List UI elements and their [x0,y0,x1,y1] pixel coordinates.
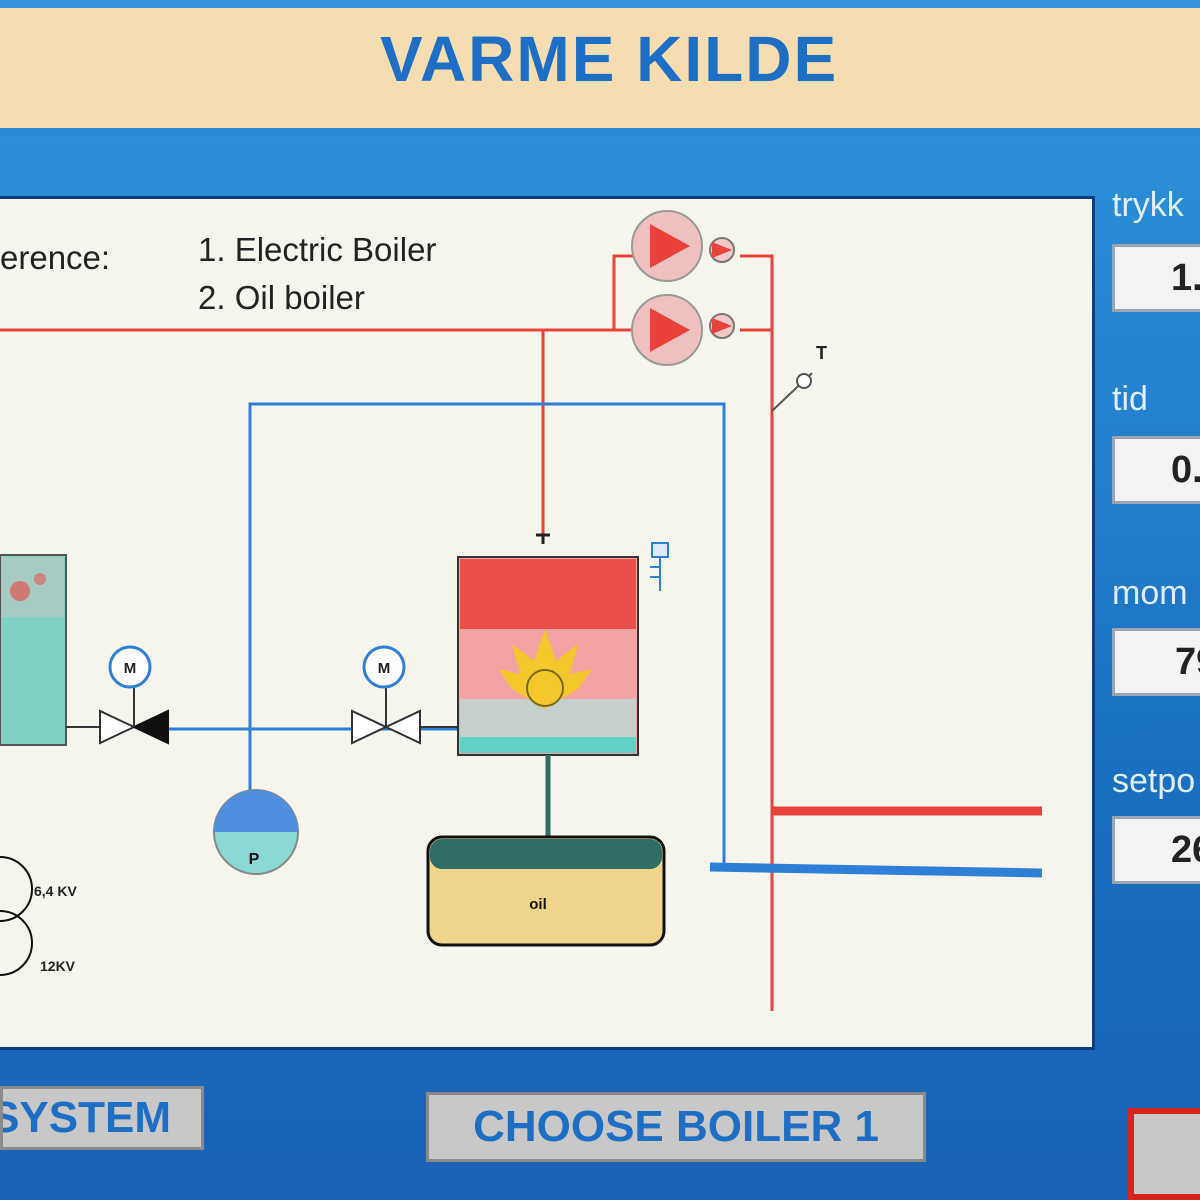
boiler-unit [457,533,669,756]
field-value-mom: 79 [1112,628,1200,696]
page-title: VARME KILDE [380,23,839,95]
return-outlet-line [709,862,1043,878]
expansion-tank: P [213,789,299,875]
supply-piping [0,254,774,1011]
transformer-icon [0,856,33,976]
motor-valve-right: M [351,645,458,745]
process-diagram: T oil [0,210,1043,1011]
transformer-low-voltage: 6,4 KV [34,883,77,899]
motor-valve-right-label: M [378,660,391,677]
field-value-trykk: 1. [1112,244,1200,312]
thermometer-icon: T [771,343,827,412]
electric-boiler [0,554,67,746]
oil-tank: oil [426,835,666,947]
motor-valve-left: M [66,645,169,745]
boiler-option-electric: 1. Electric Boiler [198,231,437,268]
circulation-pump-1 [631,210,735,282]
field-value-setpo: 26 [1112,816,1200,884]
alarm-button[interactable] [1128,1108,1200,1200]
field-value-tid: 0. [1112,436,1200,504]
expansion-tank-label: P [249,851,260,868]
flame-icon [498,629,592,709]
header-bar: VARME KILDE [0,0,1200,136]
transformer-high-voltage: 12KV [40,958,76,974]
header-top-stripe [0,0,1200,8]
process-diagram-panel: erence: 1. Electric Boiler 2. Oil boiler [0,196,1095,1050]
preference-label: erence: [0,239,111,276]
circulation-pump-2 [631,294,735,366]
oil-tank-label: oil [529,896,547,913]
motor-valve-left-label: M [124,660,137,677]
field-label-setpo: setpo [1112,762,1196,800]
field-label-trykk: trykk [1112,186,1184,224]
boiler-sensor-icon [650,542,669,591]
system-button[interactable]: SYSTEM [0,1086,204,1150]
choose-boiler-button[interactable]: CHOOSE BOILER 1 [426,1092,926,1162]
boiler-option-oil: 2. Oil boiler [198,279,365,316]
field-label-mom: mom [1112,574,1188,612]
field-label-tid: tid [1112,380,1148,418]
thermometer-label: T [816,343,827,363]
